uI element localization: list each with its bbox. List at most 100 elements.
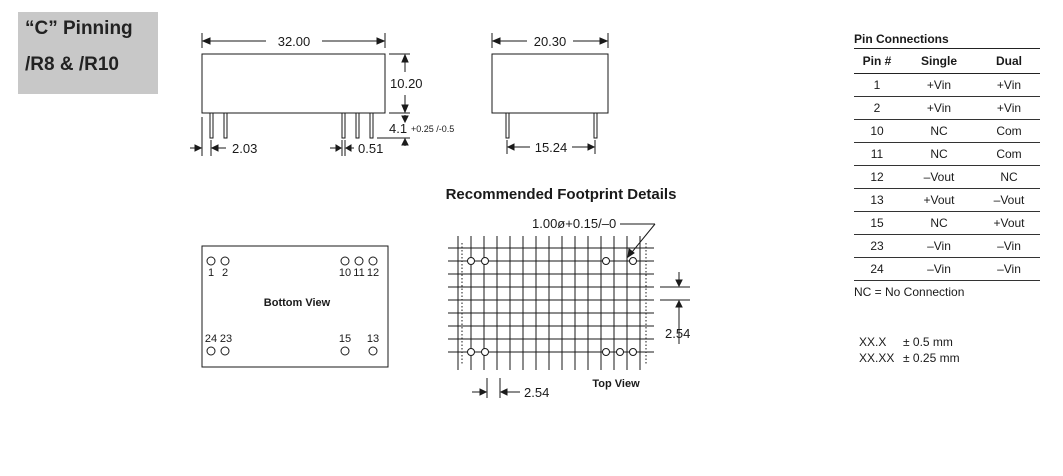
pin-label: 12 bbox=[367, 267, 379, 279]
table-row: 24–Vin–Vin bbox=[854, 257, 1040, 281]
height-dimension: 10.20 bbox=[390, 76, 423, 91]
footprint-dimensions bbox=[472, 223, 690, 398]
table-cell: +Vout bbox=[978, 211, 1040, 235]
end-view bbox=[491, 33, 609, 154]
table-cell: –Vin bbox=[900, 257, 978, 281]
tolerance-value: ± 0.5 mm bbox=[903, 335, 953, 349]
column-header: Single bbox=[900, 48, 978, 74]
footprint-title: Recommended Footprint Details bbox=[446, 186, 677, 203]
pin-table-title: Pin Connections bbox=[854, 32, 949, 46]
tolerance-value: ± 0.25 mm bbox=[903, 351, 960, 365]
table-cell: –Vout bbox=[978, 188, 1040, 212]
table-cell: 24 bbox=[854, 257, 900, 281]
table-cell: –Vin bbox=[978, 257, 1040, 281]
table-cell: –Vin bbox=[978, 234, 1040, 258]
table-cell: 10 bbox=[854, 119, 900, 143]
table-row: 13+Vout–Vout bbox=[854, 188, 1040, 212]
pin-label: 23 bbox=[220, 333, 232, 345]
end-pin bbox=[593, 112, 598, 139]
pin-hole bbox=[354, 256, 364, 266]
bottom-view-body bbox=[201, 245, 389, 368]
table-row: 1+Vin+Vin bbox=[854, 73, 1040, 97]
table-cell: NC bbox=[900, 119, 978, 143]
table-cell: Com bbox=[978, 119, 1040, 143]
side-pin bbox=[209, 112, 214, 139]
table-row: 2+Vin+Vin bbox=[854, 96, 1040, 120]
footprint-pad bbox=[481, 257, 489, 265]
side-view-body bbox=[201, 53, 386, 114]
badge-title: “C” Pinning bbox=[25, 18, 133, 39]
side-pin bbox=[369, 112, 374, 139]
tolerances: XX.X ± 0.5 mm XX.XX ± 0.25 mm bbox=[859, 334, 960, 366]
pin-spacing-dimension: 15.24 bbox=[535, 140, 568, 155]
column-header: Pin # bbox=[854, 48, 900, 74]
pin-offset-dimension: 2.03 bbox=[232, 141, 257, 156]
footprint-grid bbox=[448, 236, 654, 370]
pin-table-header: Pin # Single Dual bbox=[854, 48, 1040, 74]
side-pin bbox=[341, 112, 346, 139]
table-cell: Com bbox=[978, 142, 1040, 166]
footprint-pad bbox=[629, 348, 637, 356]
table-cell: 23 bbox=[854, 234, 900, 258]
pin-connections: Pin Connections Pin # Single Dual 1+Vin+… bbox=[854, 30, 1040, 299]
end-view-body bbox=[491, 53, 609, 114]
footprint-pad bbox=[467, 348, 475, 356]
table-cell: 1 bbox=[854, 73, 900, 97]
table-cell: 13 bbox=[854, 188, 900, 212]
table-cell: NC bbox=[978, 165, 1040, 189]
footprint-pad bbox=[467, 257, 475, 265]
length-dimension: 32.00 bbox=[278, 34, 311, 49]
side-pin bbox=[223, 112, 228, 139]
table-cell: +Vin bbox=[900, 73, 978, 97]
pin-length-dimension: 4.1 bbox=[389, 121, 407, 136]
column-header: Dual bbox=[978, 48, 1040, 74]
pin-hole bbox=[220, 346, 230, 356]
end-width-dimension: 20.30 bbox=[534, 34, 567, 49]
pin-label: 1 bbox=[208, 267, 214, 279]
pin-hole bbox=[220, 256, 230, 266]
pin-label: 10 bbox=[339, 267, 351, 279]
tolerance-format: XX.XX bbox=[859, 351, 895, 365]
table-cell: 11 bbox=[854, 142, 900, 166]
pin-hole bbox=[206, 256, 216, 266]
pinning-badge: “C” Pinning /R8 & /R10 bbox=[18, 12, 158, 94]
pin-length-tolerance: +0.25 /-0.5 bbox=[411, 124, 454, 134]
footprint-pad bbox=[602, 257, 610, 265]
pin-label: 2 bbox=[222, 267, 228, 279]
table-cell: –Vout bbox=[900, 165, 978, 189]
pin-hole bbox=[340, 256, 350, 266]
pin-hole bbox=[206, 346, 216, 356]
tolerance-row: XX.XX ± 0.25 mm bbox=[859, 350, 960, 366]
horizontal-pitch-dimension: 2.54 bbox=[524, 385, 549, 400]
side-pin bbox=[355, 112, 360, 139]
table-cell: +Vin bbox=[978, 73, 1040, 97]
pin-width-dimension: 0.51 bbox=[358, 141, 383, 156]
table-cell: NC bbox=[900, 211, 978, 235]
table-row: 23–Vin–Vin bbox=[854, 234, 1040, 258]
side-view bbox=[190, 33, 410, 156]
table-cell: 12 bbox=[854, 165, 900, 189]
footprint-pad bbox=[481, 348, 489, 356]
top-view-label: Top View bbox=[592, 378, 640, 390]
table-cell: 2 bbox=[854, 96, 900, 120]
pin-hole bbox=[368, 346, 378, 356]
pin-label: 11 bbox=[353, 267, 364, 279]
table-cell: +Vin bbox=[900, 96, 978, 120]
tolerance-format: XX.X bbox=[859, 335, 887, 349]
footprint-pad bbox=[616, 348, 624, 356]
end-pin bbox=[505, 112, 510, 139]
tolerance-row: XX.X ± 0.5 mm bbox=[859, 334, 960, 350]
pin-hole bbox=[368, 256, 378, 266]
table-cell: –Vin bbox=[900, 234, 978, 258]
pin-label: 15 bbox=[339, 333, 351, 345]
vertical-pitch-dimension: 2.54 bbox=[665, 326, 690, 341]
footprint-pad bbox=[629, 257, 637, 265]
nc-note: NC = No Connection bbox=[854, 285, 965, 299]
bottom-view bbox=[201, 245, 389, 368]
